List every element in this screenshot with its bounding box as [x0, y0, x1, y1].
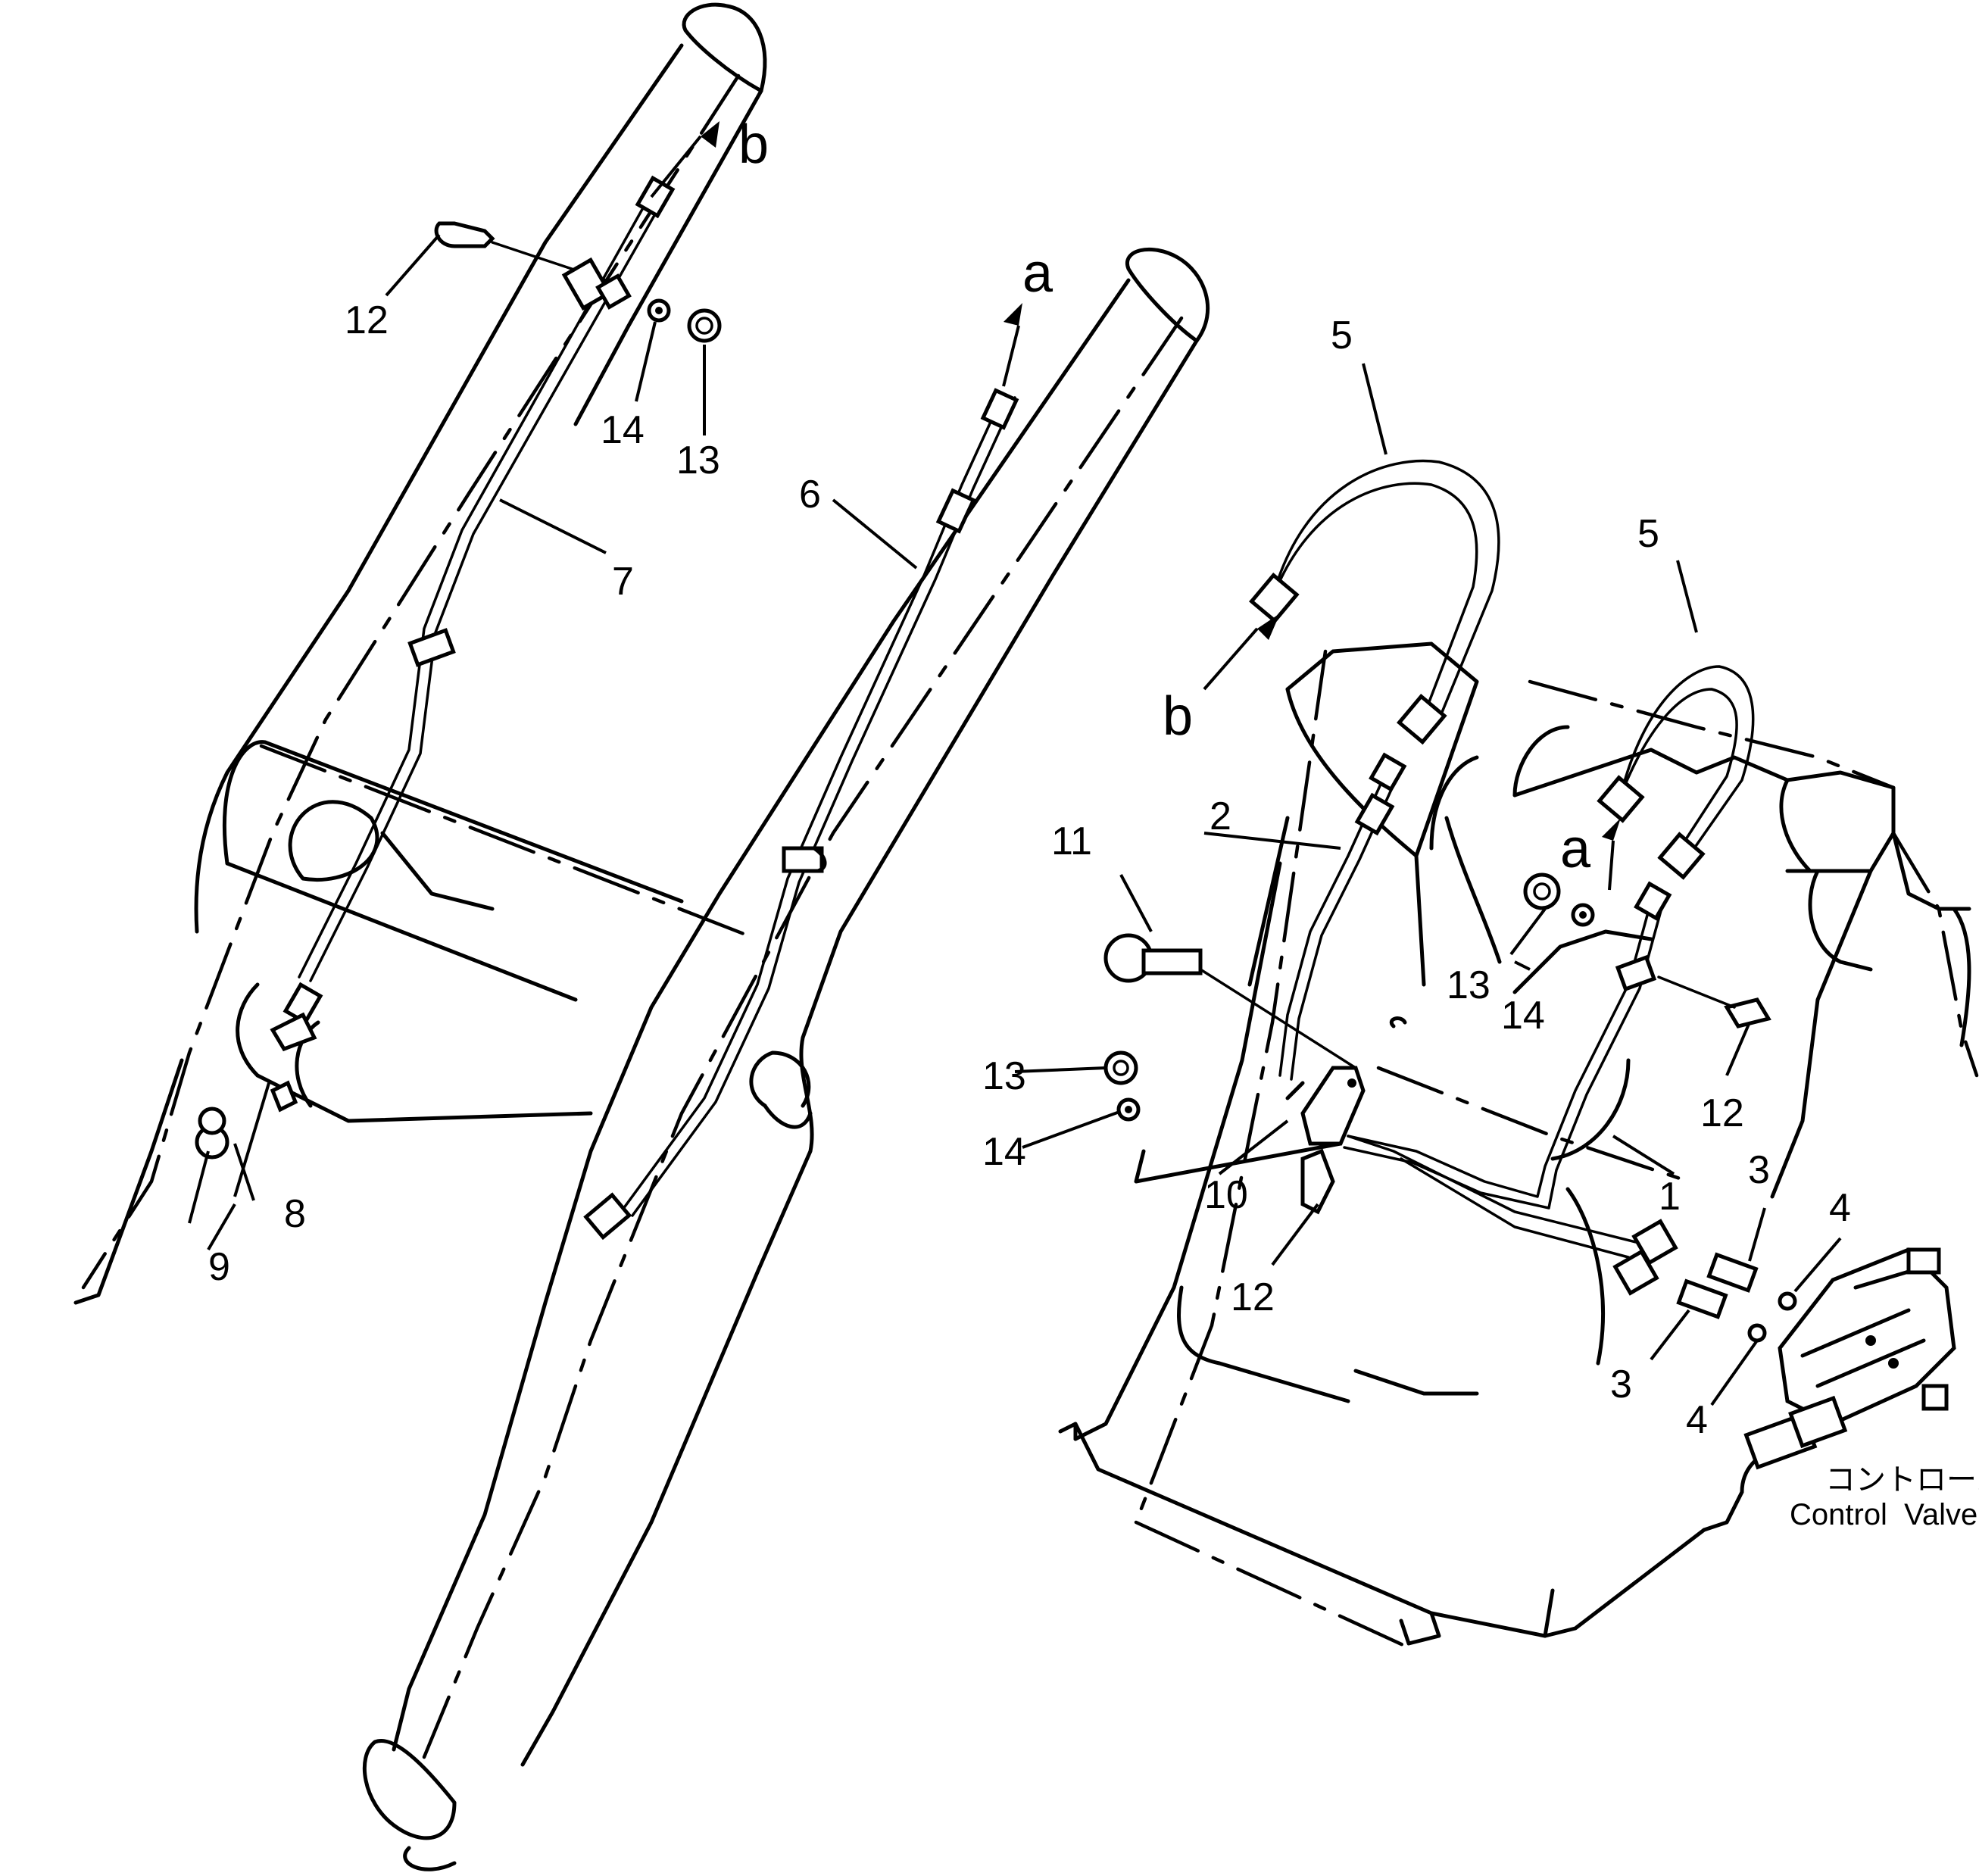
- label-10: 10: [1204, 1173, 1248, 1217]
- nut-13-left-icon: [1103, 1050, 1138, 1085]
- label-7: 7: [612, 560, 634, 604]
- callout-labels: b a 12 14 13 6 7 8 9 5 5 b a 2 11 13 14 …: [208, 114, 1979, 1531]
- label-5b: 5: [1637, 512, 1659, 556]
- parts-right: [1103, 872, 1797, 1343]
- elbow-12-icon: [434, 221, 495, 248]
- label-9: 9: [208, 1245, 230, 1289]
- label-1: 1: [1659, 1175, 1681, 1219]
- label-14c: 14: [982, 1130, 1026, 1174]
- boom-arm-left: [73, 2, 767, 1305]
- caption-en: Control Valve: [1790, 1498, 1977, 1531]
- label-11: 11: [1051, 819, 1092, 863]
- label-12a: 12: [345, 298, 389, 342]
- ref-b-right: b: [1163, 686, 1193, 747]
- label-3a: 3: [1748, 1148, 1770, 1192]
- label-13a: 13: [676, 439, 720, 482]
- parts-left: [195, 221, 722, 1160]
- o-ring-4-top-icon: [1778, 1291, 1797, 1311]
- label-6: 6: [799, 473, 821, 517]
- hose-5-right: [1597, 665, 1755, 880]
- fitting-3-top-icon: [1706, 1252, 1759, 1293]
- label-2: 2: [1210, 794, 1231, 838]
- o-ring-4-bottom-icon: [1747, 1323, 1767, 1343]
- ref-a-right: a: [1560, 819, 1591, 879]
- pipe-1: [1343, 881, 1678, 1296]
- pipe-2: [1278, 752, 1407, 1081]
- label-4a: 4: [1829, 1186, 1851, 1230]
- nut-13-right-icon: [1523, 872, 1561, 910]
- label-14a: 14: [601, 408, 645, 452]
- bracket-10: [1134, 1016, 1407, 1184]
- label-8: 8: [284, 1192, 306, 1236]
- nut-13-icon: [687, 308, 722, 343]
- elbow-12-right-icon: [1724, 997, 1771, 1029]
- label-12b: 12: [1700, 1091, 1744, 1135]
- boom-arm-right: [362, 247, 1210, 1871]
- leaders-right: [1014, 363, 1842, 1406]
- label-5a: 5: [1331, 314, 1353, 357]
- hose-5-left: [1249, 459, 1500, 745]
- caption-jp: コントロールバルブ: [1825, 1463, 1979, 1497]
- fitting-3-bottom-icon: [1676, 1278, 1728, 1319]
- label-13b: 13: [1447, 963, 1490, 1007]
- hose-6: [583, 388, 1019, 1241]
- label-13c: 13: [982, 1054, 1026, 1098]
- cap-8-icon: [198, 1107, 226, 1135]
- ref-a-top: a: [1022, 243, 1053, 304]
- cross-tube: [223, 740, 813, 1129]
- label-3b: 3: [1610, 1363, 1632, 1406]
- label-4b: 4: [1686, 1398, 1708, 1442]
- elbow-12-bottom-icon: [1300, 1148, 1335, 1215]
- bolt-11: [1103, 933, 1357, 1069]
- label-14b: 14: [1501, 994, 1545, 1038]
- label-12c: 12: [1231, 1275, 1275, 1319]
- control-valve: [1743, 1247, 1956, 1470]
- leaders-left: [188, 121, 1022, 1251]
- ref-b-top: b: [738, 114, 769, 175]
